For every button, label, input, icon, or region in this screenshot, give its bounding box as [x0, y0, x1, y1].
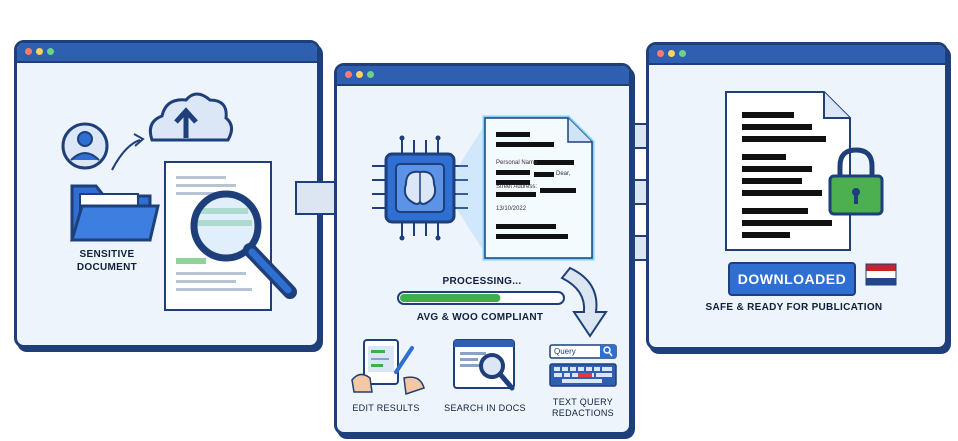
- netherlands-flag: [865, 263, 897, 286]
- ai-chip-icon: [372, 135, 468, 241]
- doc-name-field: Personal Name: [496, 160, 538, 166]
- downloaded-button[interactable]: DOWNLOADED: [728, 262, 856, 296]
- upload-curve-arrow: [111, 139, 141, 171]
- maximize-dot: [367, 71, 374, 78]
- sensitive-document-label: SENSITIVE DOCUMENT: [76, 249, 138, 273]
- cloud-upload-icon: [148, 92, 233, 142]
- lock-icon: [828, 147, 884, 216]
- folder-icon: [69, 184, 160, 242]
- compliance-label: AVG & WOO COMPLIANT: [416, 312, 544, 323]
- doc-date-field: 13/10/2022: [496, 206, 527, 212]
- text-query-redactions-label: TEXT QUERY REDACTIONS: [551, 397, 614, 418]
- doc-dear-field: Dear,: [556, 171, 571, 177]
- user-avatar-icon: [61, 122, 109, 170]
- close-dot: [345, 71, 352, 78]
- progress-bar: [397, 291, 565, 305]
- search-docs-icon: [453, 339, 515, 391]
- tablet-edit-icon: [351, 339, 425, 396]
- redacted-document: [482, 115, 595, 261]
- safe-ready-label: SAFE & READY FOR PUBLICATION: [705, 302, 883, 313]
- edit-results-label: EDIT RESULTS: [352, 403, 420, 413]
- processing-label: PROCESSING...: [442, 276, 522, 287]
- down-curve-arrow: [560, 266, 608, 338]
- close-dot: [657, 50, 664, 57]
- window-titlebar: [17, 43, 317, 63]
- keyboard-query-icon: [549, 344, 617, 387]
- minimize-dot: [36, 48, 43, 55]
- maximize-dot: [47, 48, 54, 55]
- window-titlebar: [649, 45, 945, 65]
- doc-address-field: Street Address:: [496, 184, 538, 190]
- maximize-dot: [679, 50, 686, 57]
- document-scan-icon: [164, 161, 297, 311]
- minimize-dot: [356, 71, 363, 78]
- window-titlebar: [337, 66, 629, 86]
- minimize-dot: [668, 50, 675, 57]
- close-dot: [25, 48, 32, 55]
- search-in-docs-label: SEARCH IN DOCS: [444, 403, 526, 413]
- query-input: Query: [554, 347, 576, 356]
- redacted-output-document: [725, 91, 851, 251]
